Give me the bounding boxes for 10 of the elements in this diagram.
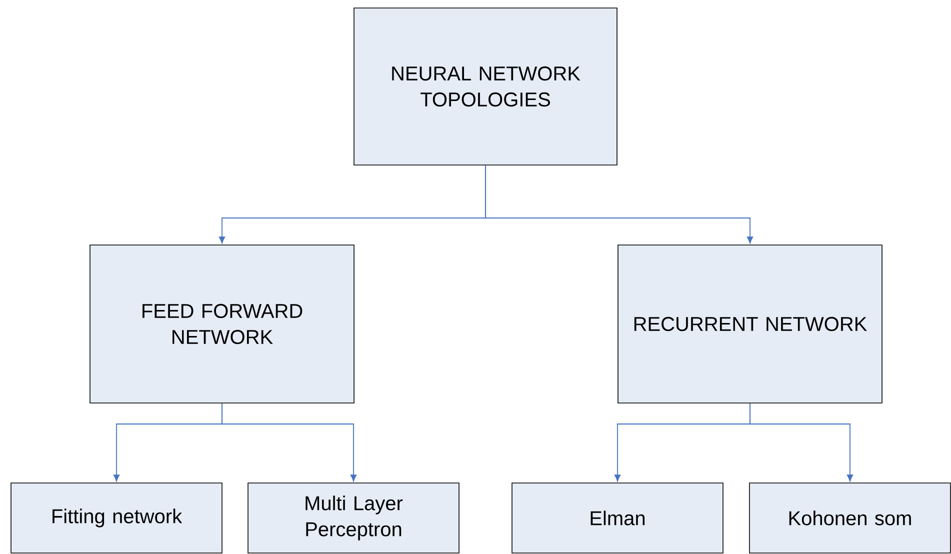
arrow bbox=[222, 402, 357, 482]
process-box: Kohonen som bbox=[749, 482, 951, 554]
process-box: FEED FORWARD NETWORK bbox=[90, 244, 354, 404]
arrow bbox=[750, 402, 854, 482]
process-box: RECURRENT NETWORK bbox=[618, 244, 882, 404]
process-box: Elman bbox=[512, 482, 724, 554]
process-box: Multi Layer Perceptron bbox=[248, 482, 460, 554]
arrow bbox=[485, 164, 754, 244]
process-box: Fitting network bbox=[10, 482, 222, 554]
process-box: NEURAL NETWORK TOPOLOGIES bbox=[354, 8, 618, 166]
